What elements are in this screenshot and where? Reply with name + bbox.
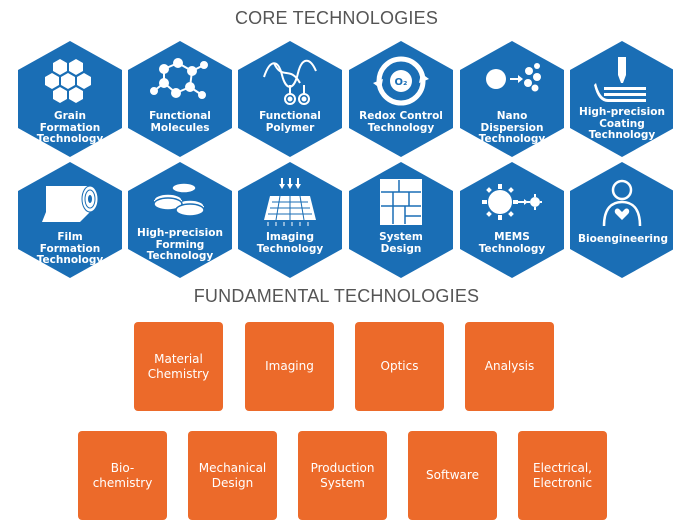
hex-label: Film Formation Technology [36,231,104,266]
sensor-chip-icon [264,178,316,226]
particle-dispersion-icon [486,63,541,92]
hex-functional-molecules: Functional Molecules [128,41,232,157]
box-imaging: Imaging [245,322,334,411]
stacked-discs-icon [153,182,205,217]
hex-label: High-precision Forming Technology [137,227,223,262]
hex-film-formation: Film Formation Technology [18,162,122,278]
hex-system-design: System Design [349,162,453,278]
molecule-network-icon [150,58,208,99]
honeycomb-icon [45,59,91,103]
grid-blocks-icon [380,179,422,225]
box-software: Software [408,431,497,520]
box-optics: Optics [355,322,444,411]
coating-nozzle-icon [594,57,646,102]
hex-nano-dispersion: Nano Dispersion Technology [460,41,564,157]
hex-label: Nano Dispersion Technology [478,110,546,145]
person-heart-icon [602,179,642,227]
hex-label: Bioengineering [578,233,669,245]
hex-imaging-technology: Imaging Technology [238,162,342,278]
polymer-chain-icon [263,59,317,105]
oxygen-cycle-icon: O₂ [373,56,429,106]
fundamental-technologies-title: FUNDAMENTAL TECHNOLOGIES [193,286,480,306]
hex-label: MEMS Technology [478,231,546,255]
box-biochemistry: Bio- chemistry [78,431,167,520]
gear-arrow-icon [482,184,542,220]
hex-bioengineering: Bioengineering [570,162,673,278]
hex-high-precision-coating: High-precision Coating Technology [570,41,673,157]
hex-redox-control: O₂ Redox Control Technology [349,41,453,157]
box-analysis: Analysis [465,322,554,411]
hex-label: System Design [379,231,423,255]
box-material-chemistry: Material Chemistry [134,322,223,411]
svg-text:O₂: O₂ [395,77,408,88]
hex-label: Functional Polymer [259,110,321,134]
hex-label: Functional Molecules [149,110,211,134]
hex-label: High-precision Coating Technology [579,106,665,141]
box-production-system: Production System [298,431,387,520]
box-electrical-electronic: Electrical, Electronic [518,431,607,520]
hex-mems-technology: MEMS Technology [460,162,564,278]
hex-label: Redox Control Technology [359,110,443,134]
core-technologies-title: CORE TECHNOLOGIES [234,8,439,28]
box-mechanical-design: Mechanical Design [188,431,277,520]
hex-label: Grain Formation Technology [36,110,104,145]
hex-functional-polymer: Functional Polymer [238,41,342,157]
hex-grain-formation: Grain Formation Technology [18,41,122,157]
hex-high-precision-forming: High-precision Forming Technology [128,162,232,278]
hex-label: Imaging Technology [256,231,324,255]
film-roll-icon [42,185,99,222]
